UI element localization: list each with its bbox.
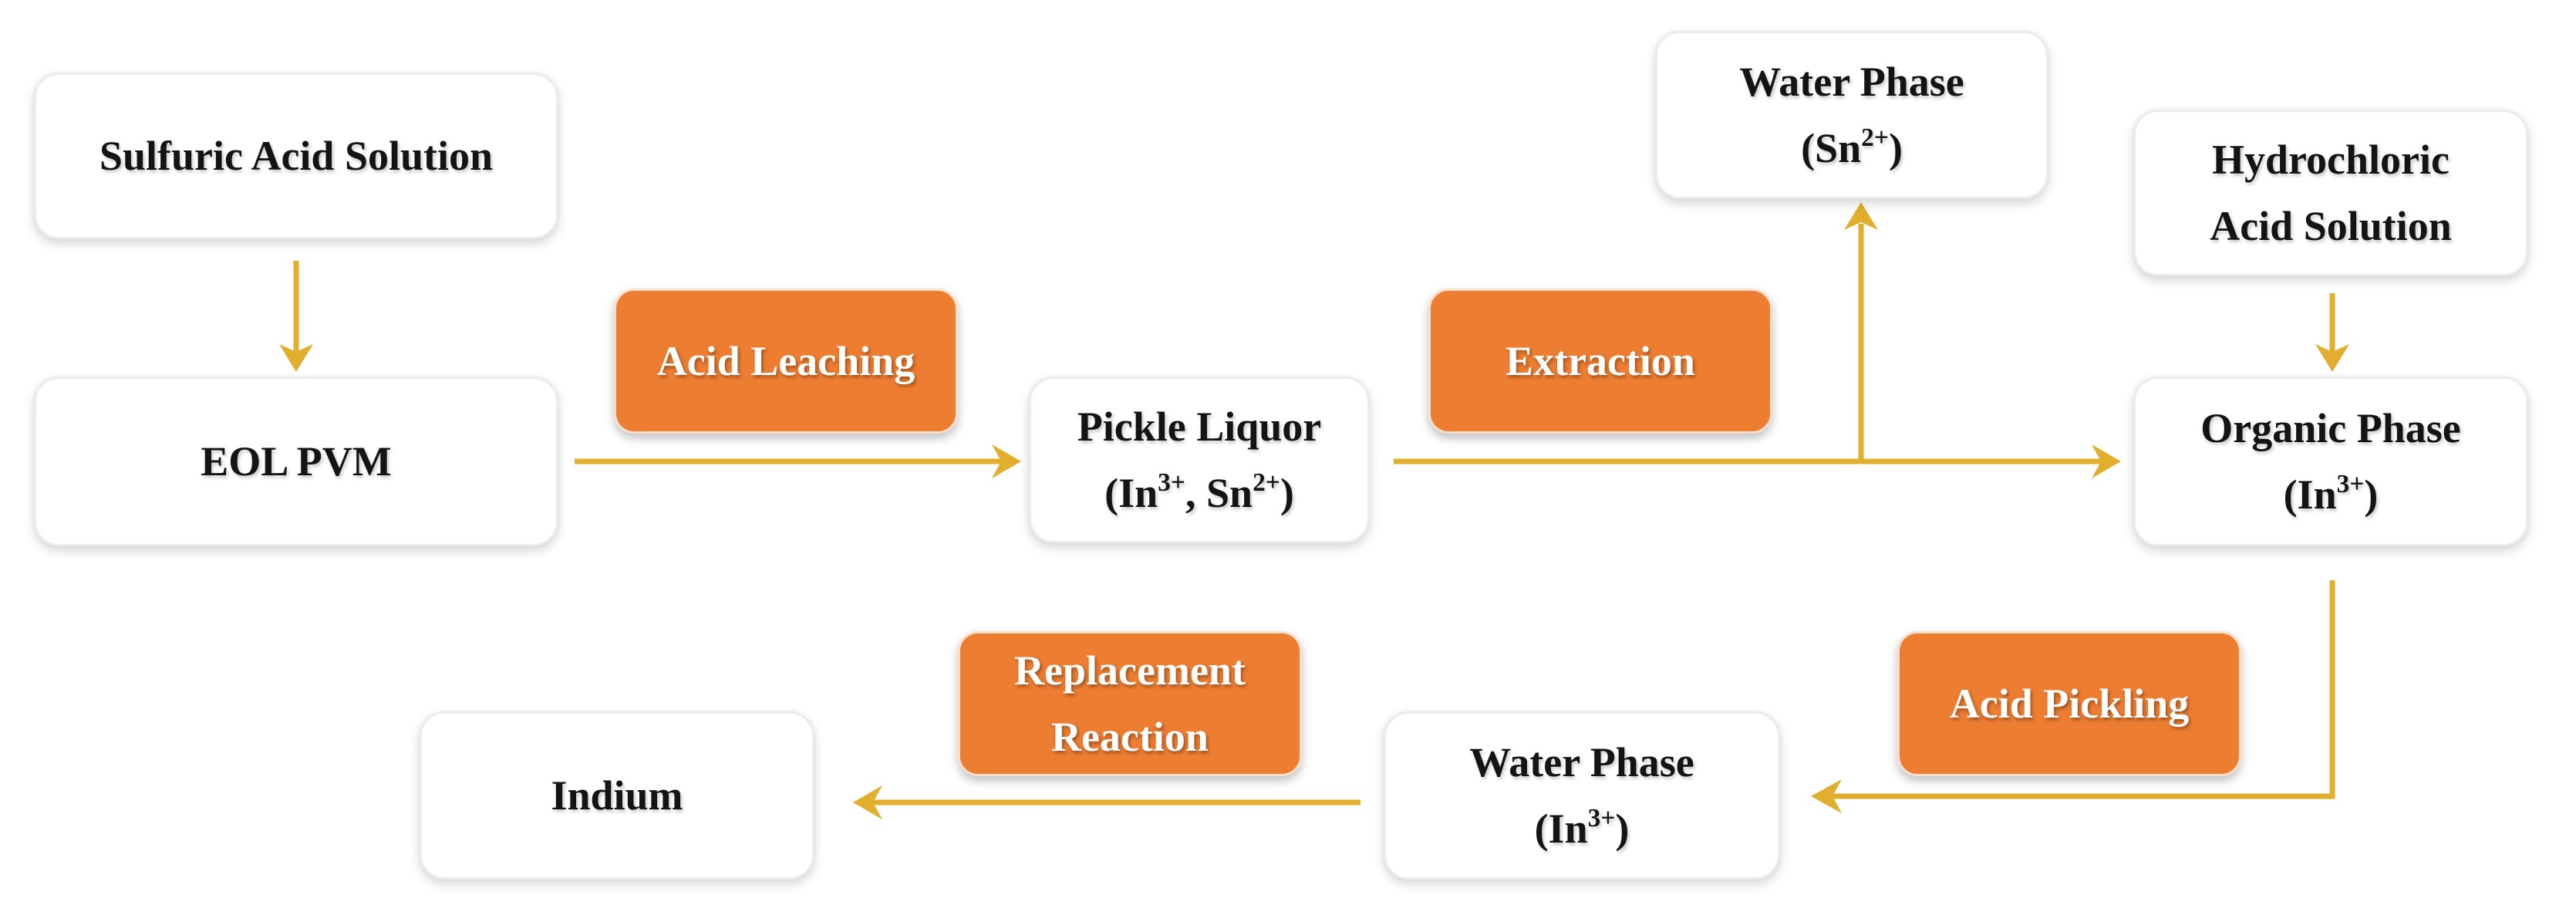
extraction-label: Extraction	[1505, 337, 1695, 384]
pickle-liquor-label: Pickle Liquor	[1077, 403, 1322, 450]
water-phase-sn-ion: (Sn2+)	[1801, 123, 1903, 171]
hydrochloric-acid-solution-box: Hydrochloric Acid Solution	[2133, 110, 2528, 276]
organic-phase-box: Organic Phase (In3+)	[2133, 377, 2528, 546]
water-phase-in-box: Water Phase (In3+)	[1384, 711, 1780, 880]
arrowhead-down-organic	[2315, 344, 2349, 372]
replacement-reaction-process: Replacement Reaction	[958, 631, 1302, 776]
water-phase-in-ion: (In3+)	[1534, 804, 1630, 852]
eol-pvm-label: EOL PVM	[201, 437, 392, 485]
arrow-organic-to-water-in	[1829, 580, 2335, 799]
arrowhead-down-eol	[279, 344, 313, 372]
arrow-lines	[293, 224, 2335, 806]
arrowhead-right-pickle	[992, 444, 1021, 478]
arrowhead-left-indium	[853, 785, 882, 819]
hydrochloric-acid-label-1: Hydrochloric	[2212, 136, 2450, 183]
acid-leaching-label: Acid Leaching	[656, 337, 915, 384]
acid-leaching-process: Acid Leaching	[614, 289, 958, 434]
arrowhead-right-organic	[2092, 444, 2121, 478]
sulfuric-acid-solution-label: Sulfuric Acid Solution	[99, 132, 494, 179]
organic-phase-ion: (In3+)	[2283, 470, 2379, 518]
hydrochloric-acid-label-2: Acid Solution	[2210, 203, 2452, 249]
eol-pvm-box: EOL PVM	[34, 377, 558, 546]
water-phase-sn-label: Water Phase	[1739, 58, 1964, 105]
acid-pickling-label: Acid Pickling	[1949, 680, 2190, 727]
organic-phase-label: Organic Phase	[2200, 404, 2461, 451]
arrow-heads	[279, 202, 2349, 819]
indium-label: Indium	[551, 772, 683, 819]
arrowhead-left-water-in	[1811, 779, 1842, 813]
acid-pickling-process: Acid Pickling	[1897, 631, 2241, 776]
replacement-label-1: Replacement	[1014, 647, 1246, 694]
pickle-liquor-ions: (In3+, Sn2+)	[1104, 468, 1294, 516]
water-phase-in-label: Water Phase	[1469, 738, 1694, 785]
arrowhead-up-water-sn	[1844, 202, 1878, 230]
extraction-process: Extraction	[1428, 289, 1772, 434]
pickle-liquor-box: Pickle Liquor (In3+, Sn2+)	[1029, 377, 1370, 543]
indium-box: Indium	[420, 711, 814, 880]
sulfuric-acid-solution-box: Sulfuric Acid Solution	[34, 73, 558, 239]
water-phase-sn-box: Water Phase (Sn2+)	[1655, 31, 2048, 199]
replacement-label-2: Reaction	[1051, 714, 1209, 760]
